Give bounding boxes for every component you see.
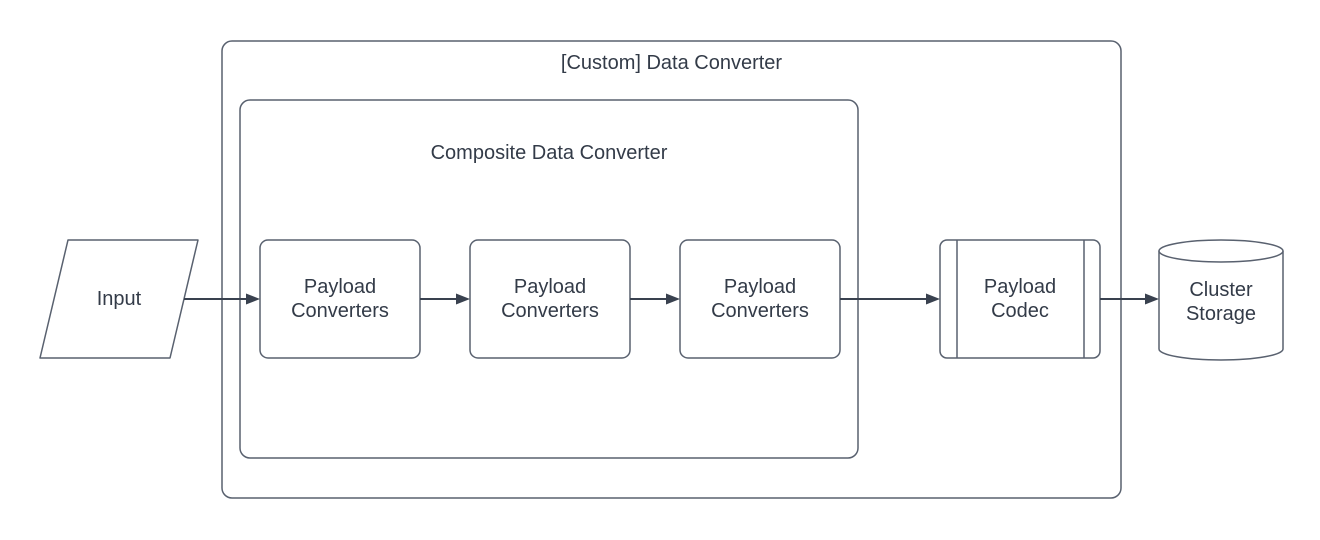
payload-codec-label: Payload Codec bbox=[983, 276, 1057, 322]
custom-data-converter-title: [Custom] Data Converter bbox=[560, 52, 783, 74]
edge-input-to-converter1 bbox=[184, 293, 260, 305]
arrowhead-icon bbox=[926, 293, 940, 305]
edge-converter3-to-codec bbox=[840, 293, 940, 305]
arrowhead-icon bbox=[246, 293, 260, 305]
input-node-shape bbox=[39, 239, 199, 359]
payload-converter-2-label: Payload Converters bbox=[501, 276, 599, 322]
arrowhead-icon bbox=[456, 293, 470, 305]
arrowhead-icon bbox=[666, 293, 680, 305]
edge-converter2-to-converter3 bbox=[630, 293, 680, 305]
composite-data-converter-title: Composite Data Converter bbox=[430, 142, 668, 164]
edge-codec-to-storage bbox=[1100, 293, 1159, 305]
edge-converter1-to-converter2 bbox=[420, 293, 470, 305]
custom-data-converter-container bbox=[221, 40, 1122, 499]
cluster-storage-shape bbox=[1158, 239, 1284, 361]
input-node-label: Input bbox=[96, 288, 142, 310]
cluster-storage-label: Cluster Storage bbox=[1185, 279, 1257, 325]
payload-converter-3-label: Payload Converters bbox=[711, 276, 809, 322]
arrowhead-icon bbox=[1145, 293, 1159, 305]
payload-converter-1-label: Payload Converters bbox=[291, 276, 389, 322]
composite-data-converter-container bbox=[239, 99, 859, 459]
